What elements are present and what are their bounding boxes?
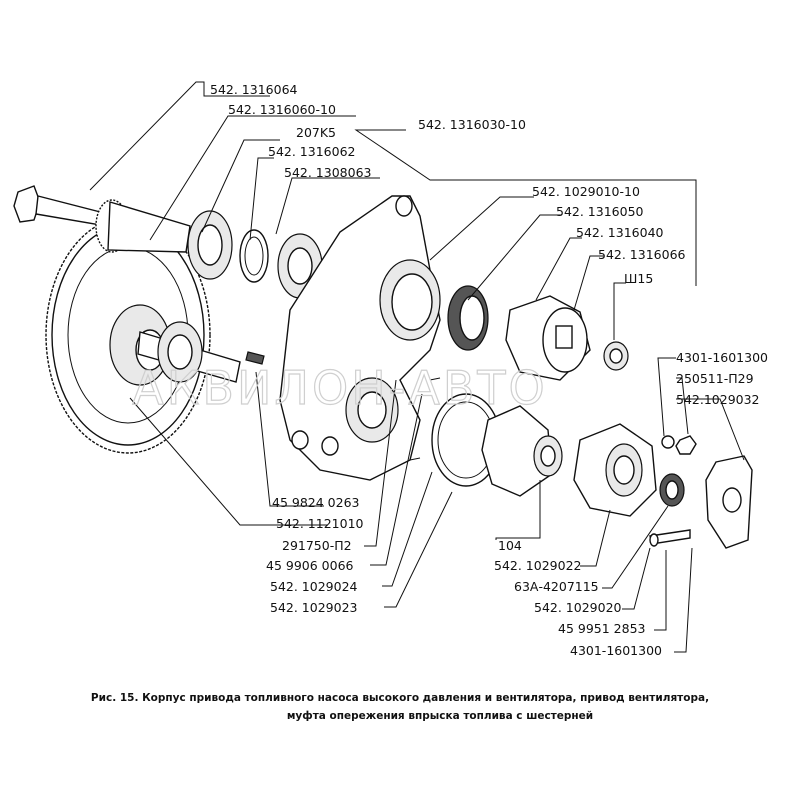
part-label: 542. 1029023 (270, 600, 357, 615)
small-bushing (603, 341, 629, 371)
shaft-assembly (137, 321, 265, 383)
part-label: 542. 1316064 (210, 82, 298, 97)
part-label: 542. 1029020 (534, 600, 622, 615)
part-label: 4301-1601300 (570, 643, 662, 658)
seal-ring (447, 285, 489, 351)
part-label: 45 9906 0066 (266, 558, 354, 573)
bearing-top (187, 210, 233, 280)
ring-a (239, 229, 269, 283)
part-label: 104 (498, 538, 522, 553)
part-label: 45 9951 2853 (558, 621, 645, 636)
part-label: 4301-1601300 (676, 350, 768, 365)
caption-line-1: Рис. 15. Корпус привода топливного насос… (91, 692, 709, 704)
part-label: 542. 1029022 (494, 558, 581, 573)
lip-seal (659, 473, 685, 507)
part-labels: 542. 1316064 542. 1316060-10 207K5 542. … (210, 82, 768, 658)
coupling-hub (505, 295, 591, 381)
long-bolt (13, 185, 191, 253)
part-label: 542.1029032 (676, 392, 760, 407)
part-label: 63А-4207115 (514, 579, 599, 594)
fan-bracket (705, 455, 753, 549)
fan-drive-cover (481, 405, 563, 497)
part-label: 542. 1308063 (284, 165, 371, 180)
part-label: 542. 1316030-10 (418, 117, 526, 132)
part-label: 207K5 (296, 125, 336, 140)
part-label: 542. 1316066 (598, 247, 686, 262)
part-label: 542. 1316050 (556, 204, 644, 219)
part-label: 542. 1121010 (276, 516, 364, 531)
small-bolt (649, 529, 691, 547)
figure-caption: Рис. 15. Корпус привода топливного насос… (91, 692, 709, 722)
part-label: 542. 1029010-10 (532, 184, 640, 199)
part-label: 542. 1316062 (268, 144, 355, 159)
washer-nut (661, 435, 697, 455)
caption-line-2: муфта опережения впрыска топлива с шесте… (287, 710, 593, 722)
part-label: 542. 1316040 (576, 225, 664, 240)
leader-lines (89, 81, 745, 653)
part-label: Ш15 (624, 271, 653, 286)
drive-housing (279, 195, 441, 481)
fan-flange (573, 423, 657, 517)
part-label: 45 9824 0263 (272, 495, 359, 510)
part-label: 542. 1029024 (270, 579, 358, 594)
part-label: 250511-П29 (676, 371, 754, 386)
part-label: 542. 1316060-10 (228, 102, 336, 117)
watermark: АКВИЛОН-АВТО (132, 361, 547, 415)
part-label: 291750-П2 (282, 538, 352, 553)
